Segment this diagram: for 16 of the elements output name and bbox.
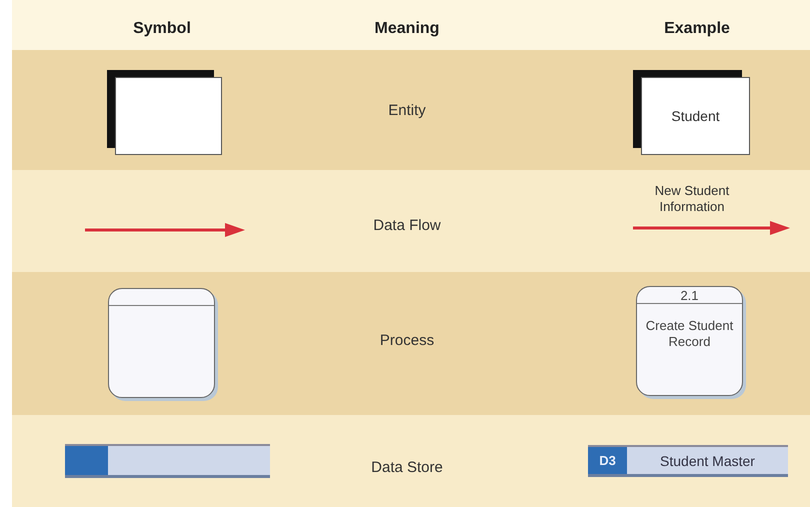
store-name: Student Master [660, 452, 755, 468]
data-store-box [588, 445, 788, 477]
meaning-text: Data Store [370, 459, 444, 476]
process-symbol [108, 288, 215, 398]
flow-label: New Student Information [654, 183, 730, 215]
store-id: D3 [599, 453, 616, 468]
process-id: 2.1 [680, 288, 699, 303]
meaning-text: Data Flow [372, 217, 442, 234]
column-header: Example [663, 20, 731, 38]
column-header: Symbol [132, 20, 192, 38]
process-box [636, 286, 743, 396]
meaning-text: Process [378, 332, 436, 349]
column-header: Meaning [374, 20, 440, 38]
process-name: Create Student Record [646, 318, 734, 349]
data-store-symbol [65, 444, 270, 478]
meaning-text: Entity [387, 102, 427, 119]
